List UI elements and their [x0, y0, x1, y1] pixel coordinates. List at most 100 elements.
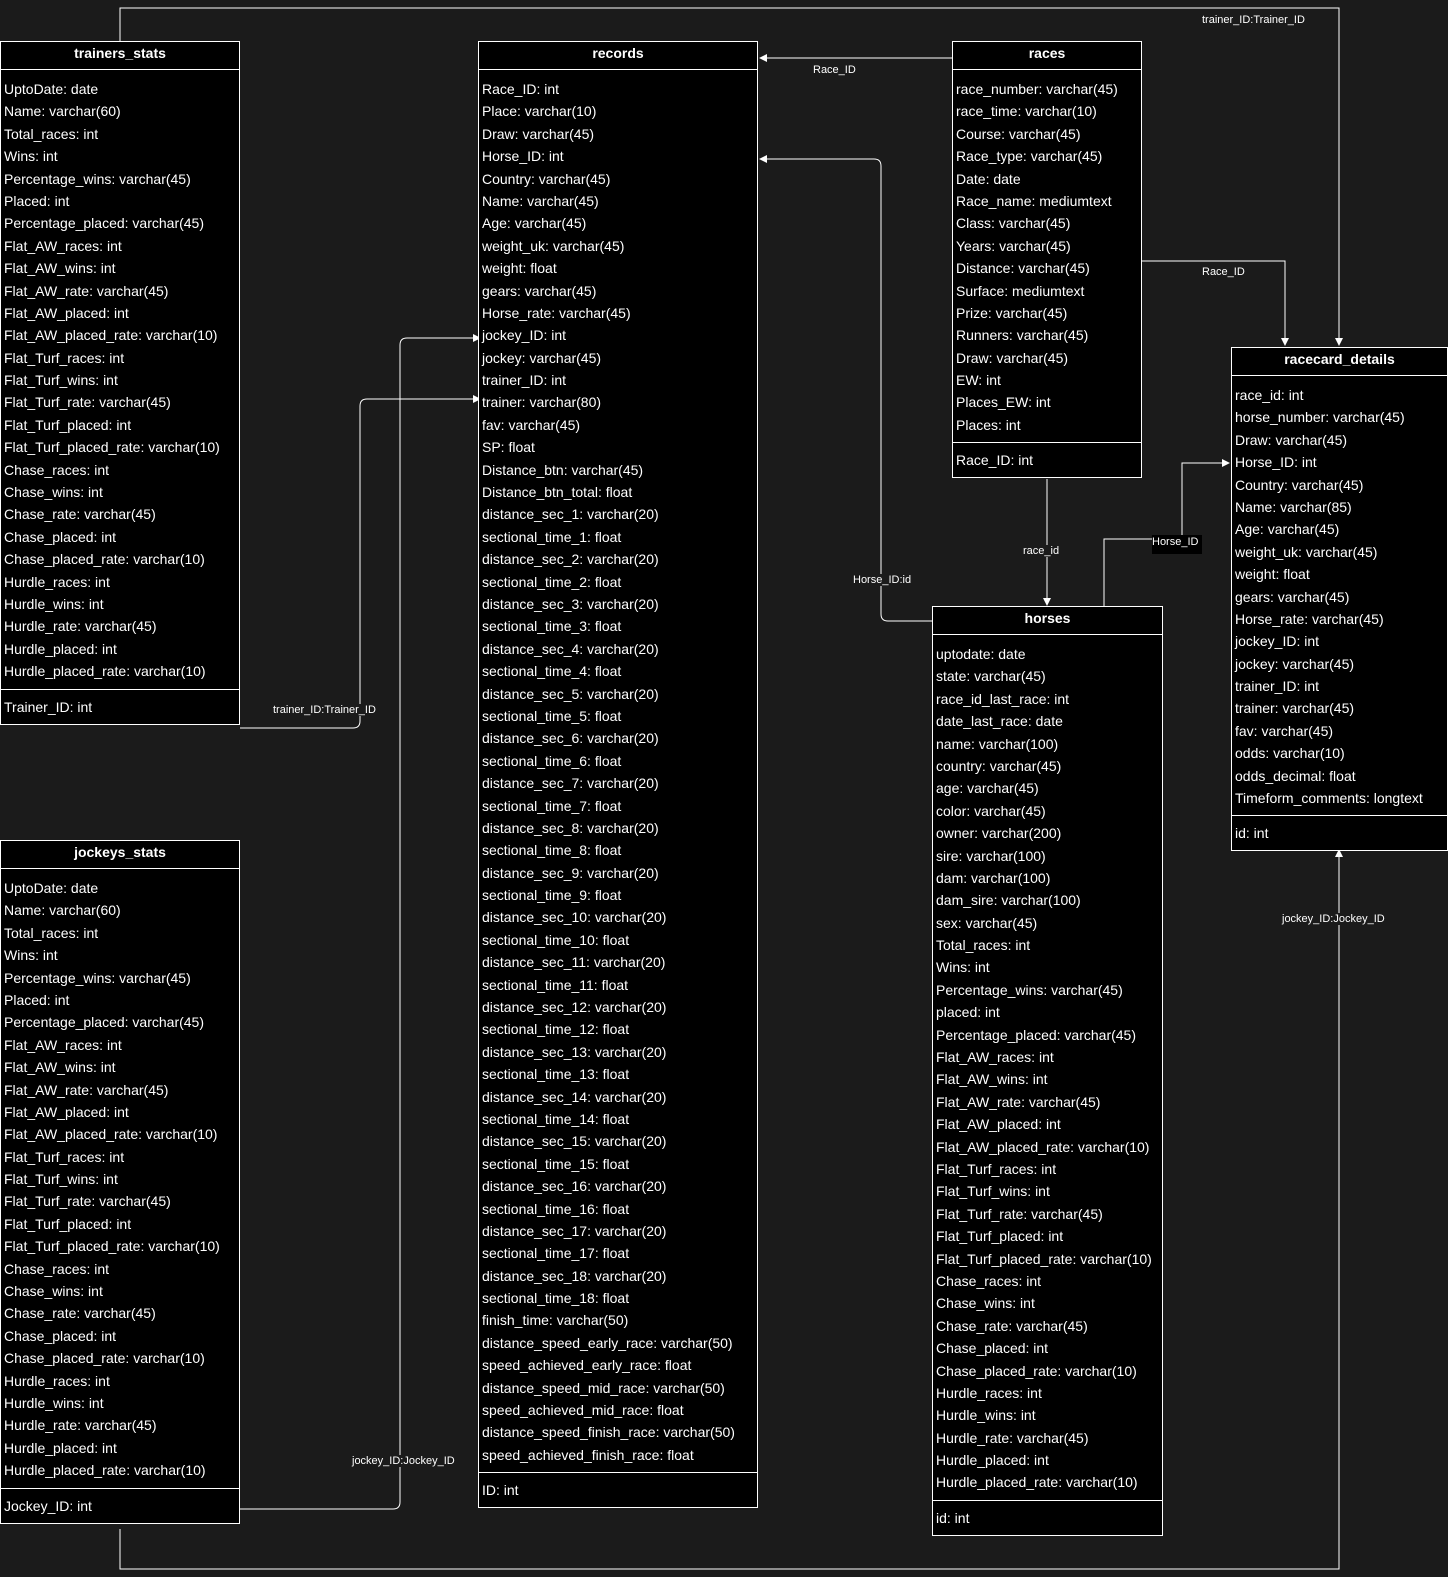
- field-row: Chase_placed_rate: varchar(10): [936, 1362, 1137, 1379]
- field-row: sectional_time_1: float: [482, 528, 622, 545]
- primary-key: Race_ID: int: [956, 452, 1034, 469]
- field-row: UptoDate: date: [4, 880, 99, 896]
- field-row: Age: varchar(45): [1235, 521, 1340, 538]
- field-row: Hurdle_rate: varchar(45): [4, 1417, 157, 1434]
- field-row: sectional_time_8: float: [482, 842, 622, 859]
- field-row: sex: varchar(45): [936, 914, 1038, 931]
- field-row: Chase_races: int: [936, 1272, 1042, 1289]
- field-row: speed_achieved_early_race: float: [482, 1357, 692, 1374]
- field-row: Distance_btn: varchar(45): [482, 461, 644, 478]
- field-row: sectional_time_9: float: [482, 887, 622, 904]
- field-row: Draw: varchar(45): [482, 125, 595, 142]
- field-row: Flat_Turf_placed_rate: varchar(10): [936, 1250, 1152, 1267]
- field-row: Flat_AW_races: int: [4, 237, 122, 254]
- field-row: distance_speed_finish_race: varchar(50): [482, 1424, 735, 1441]
- field-row: Flat_AW_placed: int: [4, 304, 129, 321]
- field-row: Percentage_placed: varchar(45): [4, 215, 205, 232]
- field-row: Country: varchar(45): [482, 170, 611, 187]
- field-row: sire: varchar(100): [936, 847, 1046, 864]
- field-row: distance_sec_2: varchar(20): [482, 551, 659, 568]
- field-row: jockey_ID: int: [1235, 633, 1320, 650]
- edge-label: jockey_ID:Jockey_ID: [350, 1455, 457, 1467]
- field-row: Chase_placed: int: [936, 1340, 1049, 1357]
- field-row: Total_races: int: [4, 924, 99, 941]
- field-row: Total_races: int: [4, 125, 99, 142]
- field-row: color: varchar(45): [936, 802, 1046, 819]
- field-row: distance_sec_1: varchar(20): [482, 506, 659, 523]
- field-row: gears: varchar(45): [1235, 588, 1350, 605]
- table-title: trainers_stats: [1, 42, 239, 70]
- field-row: Total_races: int: [936, 937, 1031, 954]
- field-row: Flat_AW_races: int: [4, 1036, 122, 1053]
- field-row: sectional_time_11: float: [482, 976, 629, 993]
- field-row: distance_sec_5: varchar(20): [482, 685, 659, 702]
- field-row: distance_sec_6: varchar(20): [482, 730, 659, 747]
- field-row: Class: varchar(45): [956, 215, 1071, 232]
- field-row: Flat_AW_rate: varchar(45): [936, 1093, 1101, 1110]
- field-row: sectional_time_3: float: [482, 618, 622, 635]
- field-row: Chase_rate: varchar(45): [4, 1305, 156, 1322]
- edge-label: trainer_ID:Trainer_ID: [1200, 14, 1307, 26]
- field-row: race_time: varchar(10): [956, 103, 1097, 120]
- field-row: race_id: int: [1235, 387, 1304, 403]
- field-row: Chase_races: int: [4, 1260, 110, 1277]
- field-row: Race_type: varchar(45): [956, 148, 1103, 165]
- field-row: country: varchar(45): [936, 757, 1062, 774]
- primary-key: id: int: [936, 1509, 970, 1526]
- field-row: distance_sec_3: varchar(20): [482, 595, 659, 612]
- field-row: UptoDate: date: [4, 81, 99, 97]
- field-row: Hurdle_races: int: [4, 1372, 110, 1389]
- field-row: Chase_placed_rate: varchar(10): [4, 1350, 205, 1367]
- field-row: distance_sec_17: varchar(20): [482, 1222, 667, 1239]
- field-row: race_id_last_race: int: [936, 690, 1070, 707]
- field-row: Chase_wins: int: [936, 1295, 1035, 1312]
- field-row: Flat_Turf_rate: varchar(45): [936, 1205, 1103, 1222]
- field-row: sectional_time_7: float: [482, 797, 622, 814]
- field-row: Hurdle_wins: int: [936, 1407, 1036, 1424]
- field-row: Timeform_comments: longtext: [1235, 790, 1423, 807]
- field-row: Name: varchar(60): [4, 103, 121, 120]
- field-row: weight_uk: varchar(45): [482, 237, 625, 254]
- primary-key: Trainer_ID: int: [4, 698, 93, 715]
- field-row: distance_sec_9: varchar(20): [482, 864, 659, 881]
- field-row: Flat_AW_placed: int: [936, 1116, 1061, 1133]
- edge-trainers-records: [240, 395, 481, 729]
- field-row: Distance: varchar(45): [956, 260, 1090, 277]
- field-row: Chase_placed: int: [4, 1327, 117, 1344]
- field-row: Flat_Turf_placed: int: [4, 1215, 132, 1232]
- field-row: finish_time: varchar(50): [482, 1312, 629, 1329]
- field-row: sectional_time_4: float: [482, 663, 622, 680]
- field-row: Chase_rate: varchar(45): [4, 506, 156, 523]
- field-row: Surface: mediumtext: [956, 282, 1085, 299]
- field-row: distance_sec_15: varchar(20): [482, 1133, 667, 1150]
- field-row: Hurdle_placed_rate: varchar(10): [4, 663, 206, 680]
- table-title: records: [479, 42, 757, 70]
- field-row: Flat_Turf_wins: int: [4, 372, 118, 389]
- field-row: Flat_Turf_wins: int: [4, 1171, 118, 1188]
- field-row: Hurdle_placed: int: [4, 640, 117, 657]
- field-row: Flat_Turf_placed_rate: varchar(10): [4, 439, 220, 456]
- field-row: distance_sec_14: varchar(20): [482, 1088, 667, 1105]
- field-row: Flat_AW_rate: varchar(45): [4, 282, 169, 299]
- field-row: Percentage_wins: varchar(45): [4, 170, 191, 187]
- field-row: Horse_rate: varchar(45): [1235, 610, 1384, 627]
- field-row: Hurdle_rate: varchar(45): [4, 618, 157, 635]
- field-row: distance_sec_11: varchar(20): [482, 954, 666, 971]
- field-row: Horse_ID: int: [482, 148, 564, 165]
- field-row: distance_sec_12: varchar(20): [482, 999, 667, 1016]
- field-row: Prize: varchar(45): [956, 304, 1068, 321]
- races-table[interactable]: races race_number: varchar(45)race_time:…: [952, 41, 1142, 479]
- field-row: Hurdle_races: int: [4, 573, 110, 590]
- field-row: Place: varchar(10): [482, 103, 597, 120]
- field-row: Hurdle_placed_rate: varchar(10): [4, 1462, 206, 1479]
- field-row: Distance_btn_total: float: [482, 484, 633, 501]
- field-row: distance_sec_7: varchar(20): [482, 775, 659, 792]
